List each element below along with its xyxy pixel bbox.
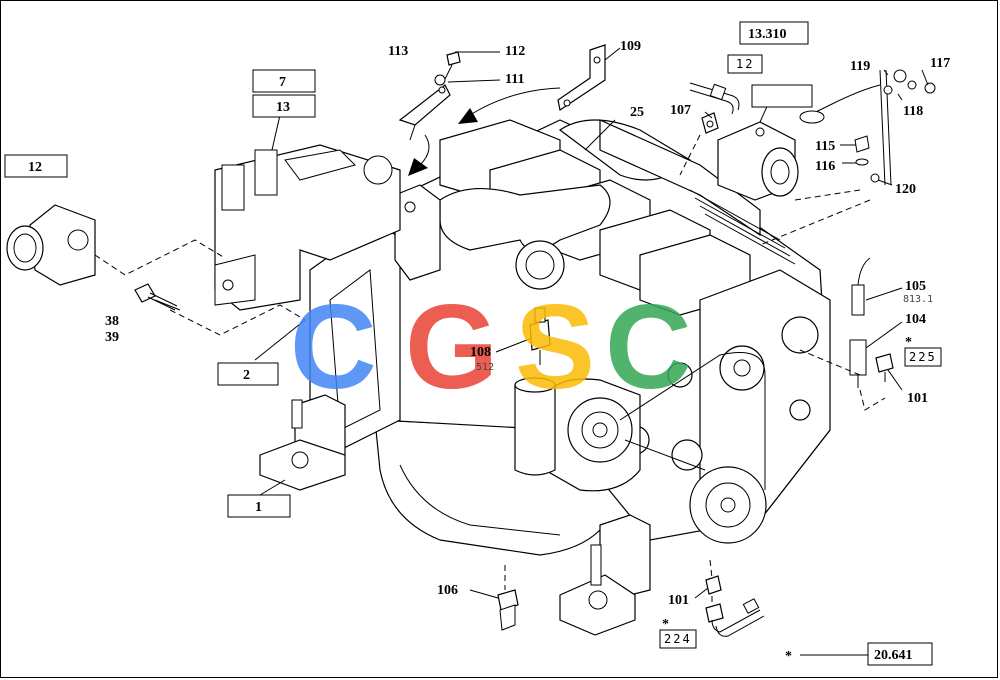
box-13: 13: [276, 100, 290, 115]
callout-105-sub: 813.1: [903, 294, 933, 305]
sensor-108: [529, 307, 551, 365]
watermark-letter: S: [515, 280, 595, 414]
callout-109: 109: [620, 39, 641, 54]
sensor-107: [701, 112, 719, 134]
callout-111: 111: [505, 72, 524, 87]
callout-118: 118: [903, 104, 923, 119]
callout-108-sub: 512: [476, 362, 494, 373]
boxed-references: 7 13 12 13.310 12 2 1 * 225 * 224 * 20.6…: [4, 21, 942, 666]
box-12-small: 12: [736, 57, 754, 71]
callout-117: 117: [930, 56, 950, 71]
watermark: C G S C: [290, 280, 692, 414]
box-224: 224: [664, 632, 692, 646]
pipe-fitting-12: [689, 82, 740, 115]
callout-104: 104: [905, 312, 926, 327]
callout-107: 107: [670, 103, 691, 118]
callout-101b: 101: [668, 593, 689, 608]
asterisk-legend: *: [785, 649, 792, 664]
engine-assembly: [214, 119, 831, 636]
box-20641: 20.641: [874, 648, 913, 663]
callout-105: 105: [905, 279, 926, 294]
asterisk-224: *: [662, 617, 669, 632]
screw-112-113: [434, 51, 461, 86]
callout-108: 108: [470, 345, 491, 360]
callout-112: 112: [505, 44, 525, 59]
box-12: 12: [28, 160, 42, 175]
callout-113: 113: [388, 44, 408, 59]
callout-labels: 113 112 111 109 25 107 119 117 118 115 1…: [105, 39, 950, 608]
callout-120: 120: [895, 182, 916, 197]
bolt-38-39: [134, 283, 178, 311]
box-225: 225: [909, 350, 937, 364]
drain-plug-106: [497, 589, 519, 631]
callout-116: 116: [815, 159, 835, 174]
box-7: 7: [279, 75, 286, 90]
dashed-guide-lines: [94, 134, 886, 606]
callout-101a: 101: [907, 391, 928, 406]
watermark-letter: C: [605, 280, 692, 414]
watermark-letter: C: [290, 280, 377, 414]
callout-119: 119: [850, 59, 870, 74]
callout-25: 25: [630, 105, 644, 120]
hydraulic-pump-3: [717, 121, 799, 201]
callout-106: 106: [437, 583, 458, 598]
asterisk-225: *: [905, 335, 912, 350]
sensor-101b-224: [705, 575, 765, 637]
callout-38: 38: [105, 314, 119, 329]
sensor-101a: [875, 353, 894, 382]
box-13310: 13.310: [748, 27, 787, 42]
watermark-letter: G: [405, 280, 498, 414]
bracket-111: [398, 84, 451, 141]
box-2: 2: [243, 368, 250, 383]
glow-plug-104-105: [849, 257, 871, 388]
box-1: 1: [255, 500, 262, 515]
bracket-109: [557, 44, 606, 111]
thermostat-housing-12: [6, 204, 96, 286]
callout-39: 39: [105, 330, 119, 345]
callout-115: 115: [815, 139, 835, 154]
dipstick-assembly-117-120: [799, 69, 936, 186]
